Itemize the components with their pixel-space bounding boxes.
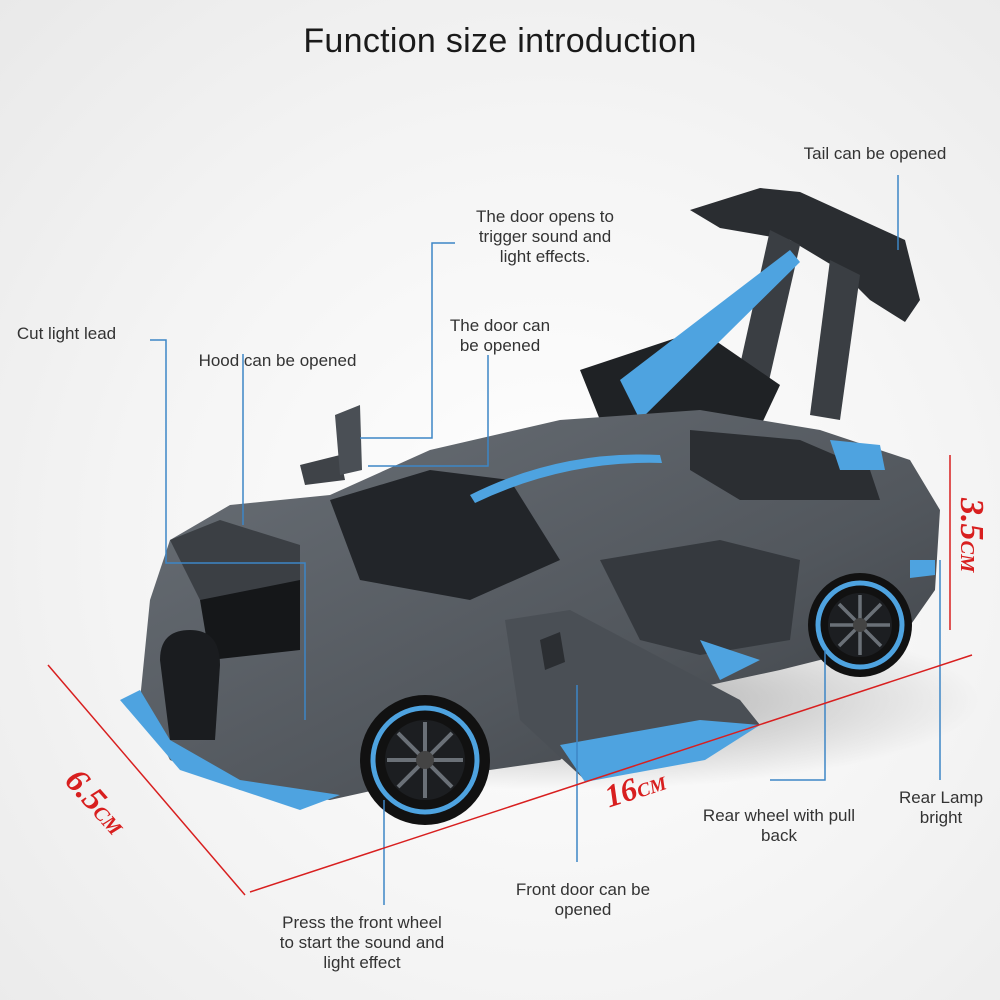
label-cut-light: Cut light lead bbox=[16, 324, 117, 343]
label-tail: Tail can be opened bbox=[803, 144, 947, 163]
front-wheel bbox=[360, 695, 490, 825]
length-unit: CM bbox=[634, 773, 670, 803]
page-title: Function size introduction bbox=[303, 22, 697, 60]
rear-wheel bbox=[808, 573, 912, 677]
label-door-open: The door can be opened bbox=[449, 316, 551, 355]
label-rear-lamp: Rear Lamp bright bbox=[898, 788, 984, 827]
dimension-lines bbox=[47, 455, 973, 896]
width-dimension-line bbox=[47, 664, 246, 896]
leader-lines bbox=[150, 175, 941, 905]
label-front-door: Front door can be opened bbox=[515, 880, 651, 919]
label-rear-wheel: Rear wheel with pull back bbox=[702, 806, 856, 845]
rear-wheel-leader bbox=[770, 650, 826, 781]
car-body bbox=[120, 405, 940, 810]
height-unit: CM bbox=[956, 540, 978, 573]
label-front-wheel: Press the front wheel to start the sound… bbox=[279, 913, 445, 972]
door-open-leader bbox=[368, 355, 489, 467]
label-hood: Hood can be opened bbox=[198, 351, 357, 370]
length-dimension-line bbox=[249, 654, 973, 893]
height-dimension: 3.5CM bbox=[952, 498, 990, 572]
door-sound-leader bbox=[360, 242, 455, 439]
cut-light-leader bbox=[150, 339, 306, 720]
height-value: 3.5 bbox=[953, 498, 990, 541]
label-door-sound: The door opens to trigger sound and ligh… bbox=[476, 207, 614, 266]
